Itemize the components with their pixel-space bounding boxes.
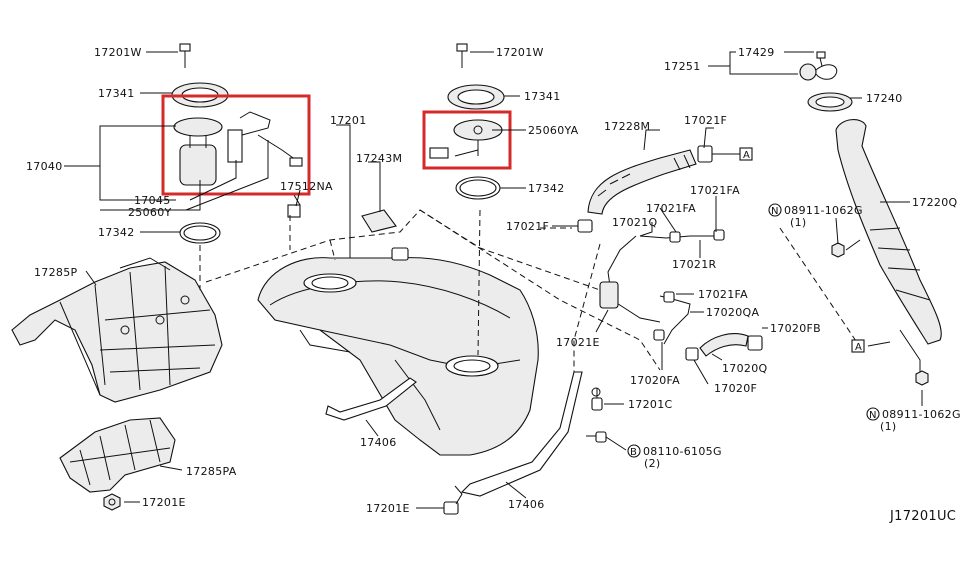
ref-box-a-1 bbox=[739, 147, 753, 161]
label-17228m: 17228M bbox=[604, 120, 650, 133]
label-17020fa: 17020FA bbox=[630, 374, 680, 387]
highlight-box-pump-left bbox=[161, 94, 311, 196]
label-17429: 17429 bbox=[738, 46, 775, 59]
circle-n-1 bbox=[768, 203, 782, 217]
fuel-pump-assembly-left bbox=[171, 43, 303, 244]
label-nut-a-code: 08911-1062G bbox=[784, 204, 863, 217]
fuel-sender-right bbox=[429, 43, 505, 200]
heat-shield-17285p bbox=[11, 257, 223, 403]
circle-b-text: B bbox=[630, 447, 637, 458]
filler-neck-17220q bbox=[799, 51, 942, 386]
label-25060ya: 25060YA bbox=[528, 124, 579, 137]
bolt-08110-6105g bbox=[586, 431, 607, 443]
label-17201w-left: 17201W bbox=[94, 46, 142, 59]
label-17021e: 17021E bbox=[556, 336, 600, 349]
label-17406-left: 17406 bbox=[360, 436, 397, 449]
label-17201e-right: 17201E bbox=[366, 502, 410, 515]
circle-n-1-text: N bbox=[771, 206, 778, 217]
label-17220q: 17220Q bbox=[912, 196, 957, 209]
nut-17201e-left bbox=[103, 493, 121, 511]
label-bolt-qty: (2) bbox=[644, 457, 660, 470]
strap-17406-left bbox=[325, 377, 417, 421]
filler-hose-17228m bbox=[587, 149, 697, 215]
label-17406-right: 17406 bbox=[508, 498, 545, 511]
label-17201: 17201 bbox=[330, 114, 367, 127]
label-17020q: 17020Q bbox=[722, 362, 767, 375]
label-17341-right: 17341 bbox=[524, 90, 561, 103]
label-17341-left: 17341 bbox=[98, 87, 135, 100]
circle-b bbox=[627, 444, 641, 458]
label-17021fa-1: 17021FA bbox=[646, 202, 696, 215]
leader-lines bbox=[64, 51, 923, 509]
label-17020qa: 17020QA bbox=[706, 306, 759, 319]
label-17201c: 17201C bbox=[628, 398, 672, 411]
label-17342-right: 17342 bbox=[528, 182, 565, 195]
label-17201e-left: 17201E bbox=[142, 496, 186, 509]
label-17021f-left: 17021F bbox=[506, 220, 549, 233]
heat-shield-17285pa bbox=[59, 417, 176, 493]
label-bolt-code: 08110-6105G bbox=[643, 445, 722, 458]
label-17243m: 17243M bbox=[356, 152, 402, 165]
label-17285p: 17285P bbox=[34, 266, 77, 279]
label-17040: 17040 bbox=[26, 160, 63, 173]
highlight-box-sender-right bbox=[422, 110, 512, 170]
label-17021r: 17021R bbox=[672, 258, 716, 271]
label-nut-b-qty: (1) bbox=[880, 420, 896, 433]
label-17020fb: 17020FB bbox=[770, 322, 821, 335]
label-nut-b-code: 08911-1062G bbox=[882, 408, 961, 421]
ref-a-1-text: A bbox=[743, 150, 750, 161]
label-nut-a-qty: (1) bbox=[790, 216, 806, 229]
label-17021f-top: 17021F bbox=[684, 114, 727, 127]
ref-a-2-text: A bbox=[855, 342, 862, 353]
label-17342-left: 17342 bbox=[98, 226, 135, 239]
fuel-tank-17201 bbox=[257, 247, 539, 456]
label-17021fa-2: 17021FA bbox=[690, 184, 740, 197]
dashed-guides bbox=[199, 209, 859, 372]
label-17045: 17045 bbox=[134, 194, 171, 207]
label-17285pa: 17285PA bbox=[186, 465, 237, 478]
circle-n-2-text: N bbox=[869, 410, 876, 421]
label-17020f: 17020F bbox=[714, 382, 757, 395]
label-25060y: 25060Y bbox=[128, 206, 172, 219]
label-17251: 17251 bbox=[664, 60, 701, 73]
bolt-17201c bbox=[591, 388, 603, 411]
circle-n-2 bbox=[866, 407, 880, 421]
diagram-code: J17201UC bbox=[889, 509, 956, 524]
pad-17243m bbox=[361, 209, 397, 233]
evap-lines bbox=[577, 145, 763, 361]
label-17240: 17240 bbox=[866, 92, 903, 105]
label-17021q: 17021Q bbox=[612, 216, 657, 229]
label-17512na: 17512NA bbox=[280, 180, 333, 193]
label-17201w-right: 17201W bbox=[496, 46, 544, 59]
label-17021fa-3: 17021FA bbox=[698, 288, 748, 301]
ref-box-a-2 bbox=[851, 339, 865, 353]
